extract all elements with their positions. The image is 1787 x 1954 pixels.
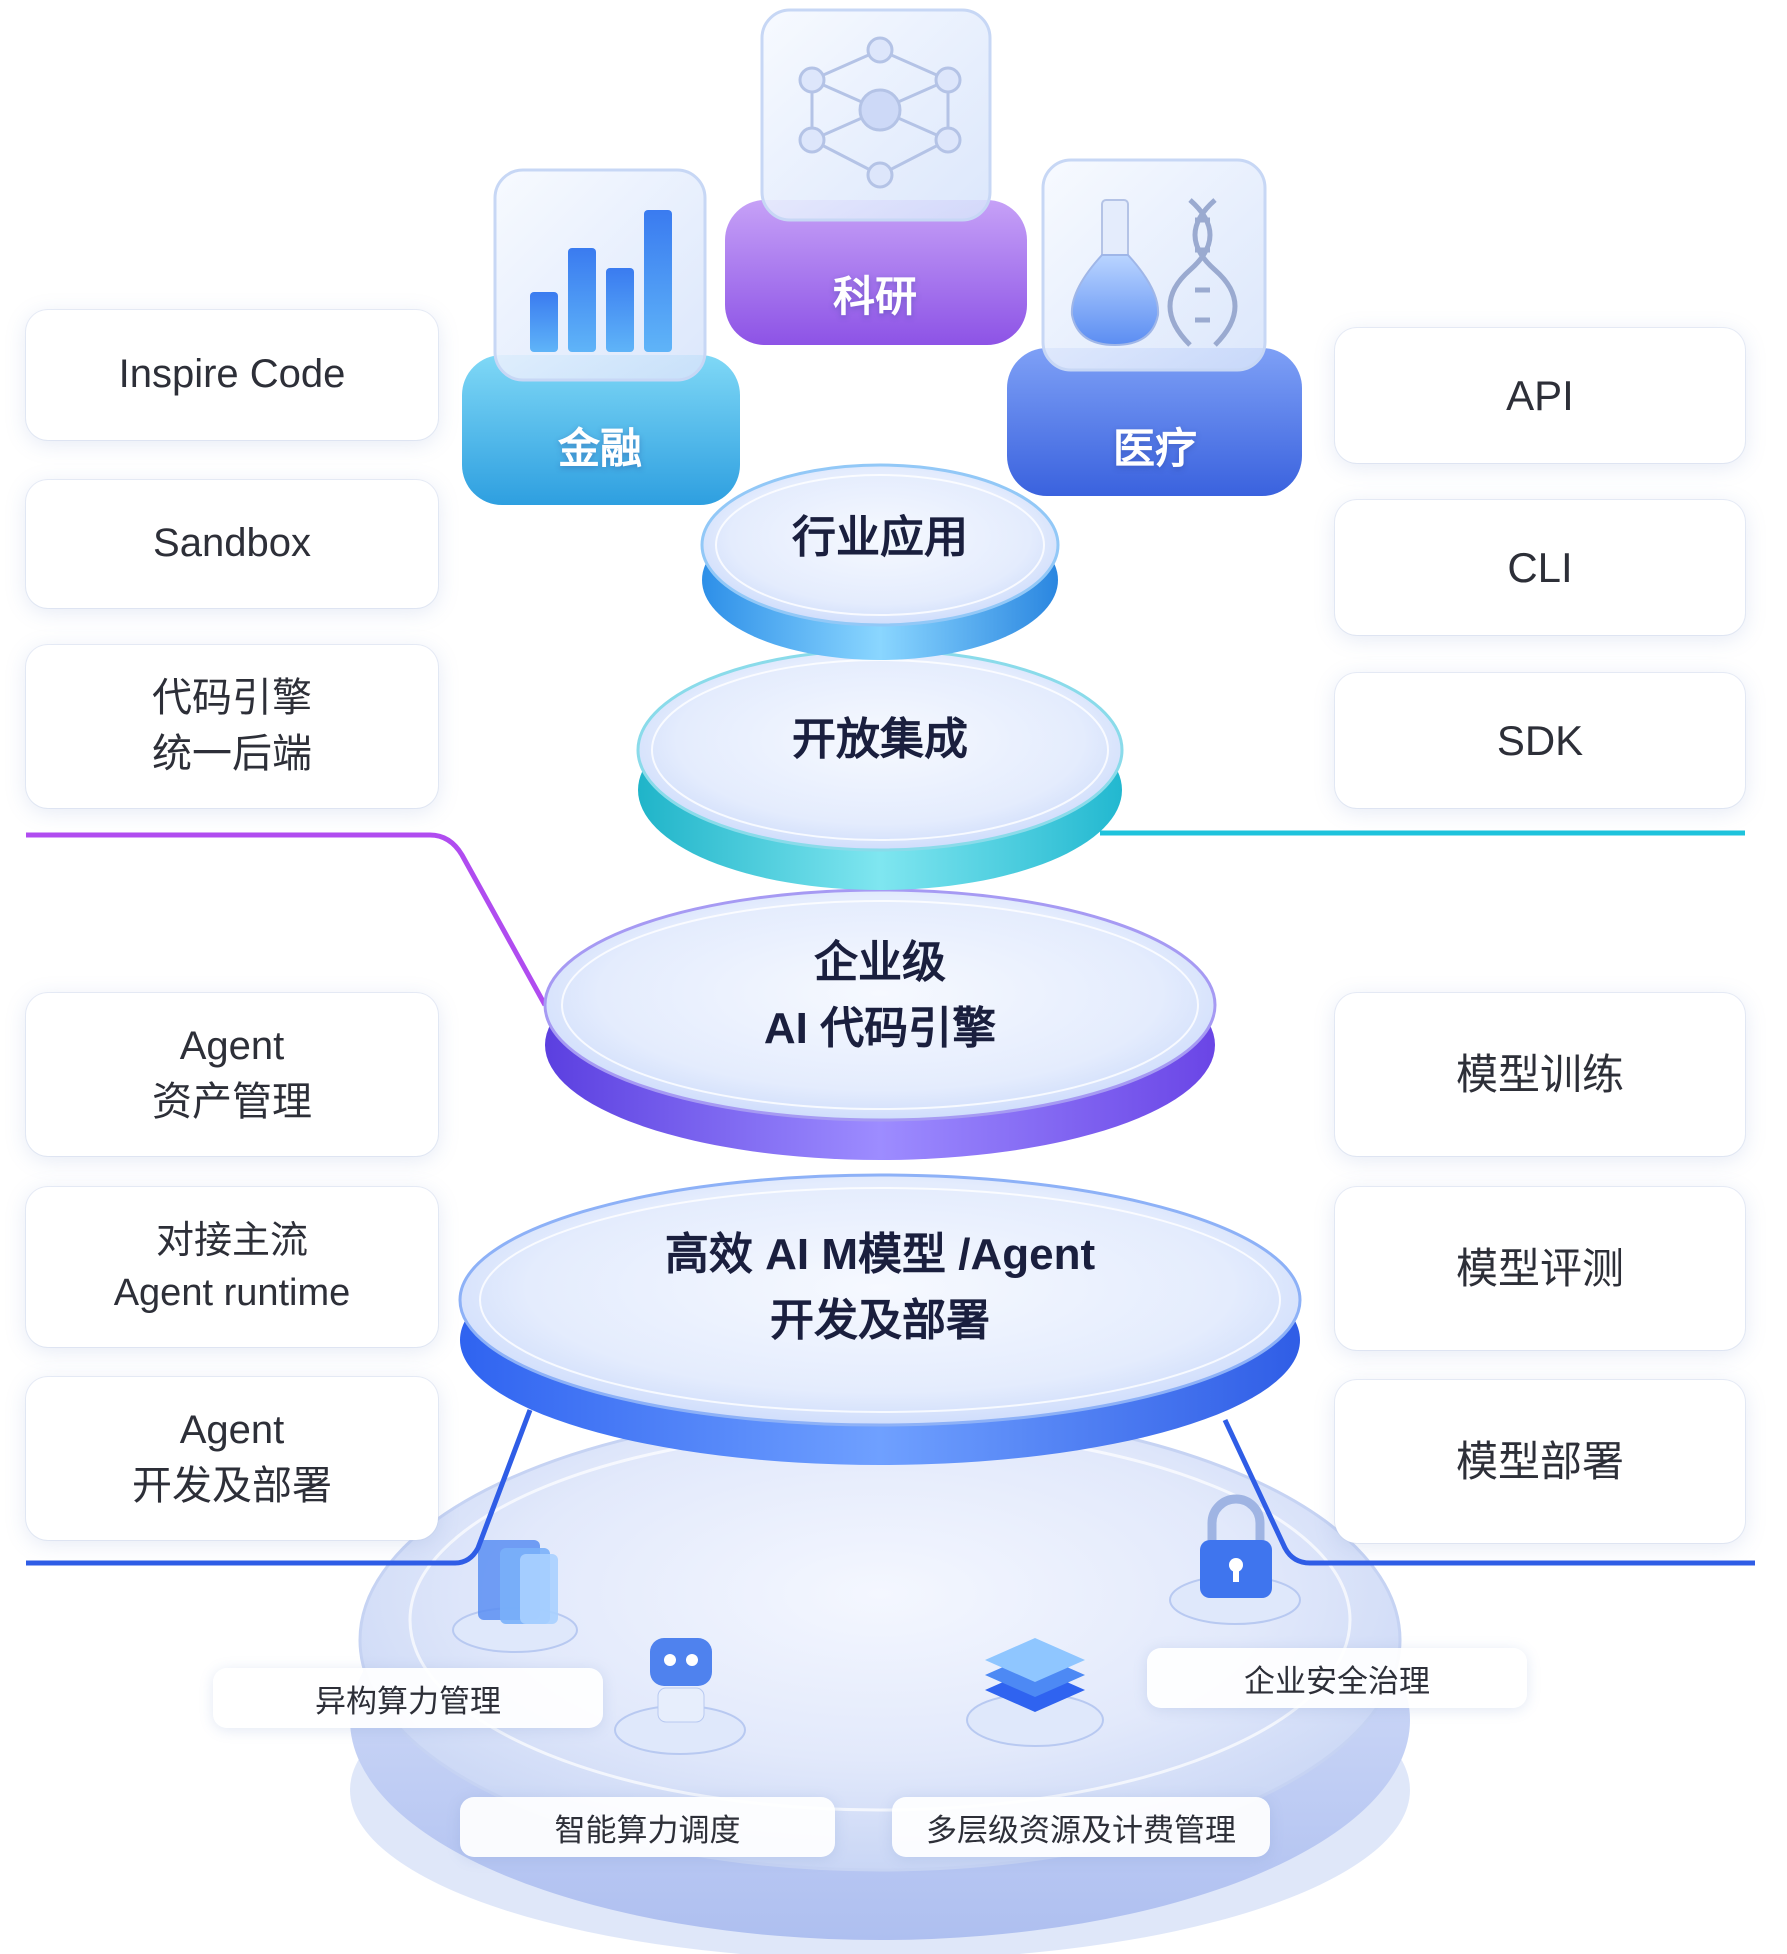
purple-connector (26, 832, 548, 1007)
network-icon (798, 36, 962, 189)
layer-model-line-1: 高效 AI M模型 /Agent (664, 1230, 1096, 1279)
medical-label: 医疗 (1112, 425, 1197, 472)
card-sandbox: Sandbox (26, 480, 438, 608)
blue-connector-right (1222, 1418, 1755, 1566)
disc-enterprise (543, 888, 1217, 1160)
research-label: 科研 (832, 273, 917, 320)
disc-model (458, 1173, 1302, 1465)
card-agent-deploy-line-1: Agent (179, 1408, 285, 1453)
flask-icon (1070, 199, 1160, 347)
pill-heterogeneous-compute: 异构算力管理 (213, 1668, 603, 1728)
card-model-evaluation: 模型评测 (1335, 1187, 1745, 1350)
pill-billing-management: 多层级资源及计费管理 (892, 1797, 1270, 1857)
card-model-training: 模型训练 (1335, 993, 1745, 1156)
lock-icon (1169, 1494, 1301, 1625)
layer-industry-label: 行业应用 (730, 505, 1030, 571)
card-api: API (1335, 328, 1745, 463)
card-code-engine-line-2: 统一后端 (152, 731, 312, 776)
layer-enterprise-line-1: 企业级 (814, 938, 946, 987)
robot-icon (614, 1638, 746, 1755)
card-inspire-code-line-1: Inspire Code (118, 352, 346, 397)
card-sandbox-line-1: Sandbox (153, 521, 311, 566)
card-agent-runtime-line-1: 对接主流 (155, 1219, 308, 1262)
card-agent-deploy: Agent 开发及部署 (26, 1377, 438, 1540)
disc-industry (700, 463, 1060, 660)
layer-model-label: 高效 AI M模型 /Agent 开发及部署 (540, 1222, 1220, 1354)
disc-integration (636, 648, 1124, 890)
connector-lines (26, 830, 1755, 1566)
layer-enterprise-line-2: AI 代码引擎 (763, 1004, 997, 1053)
layer-integration-label: 开放集成 (700, 707, 1060, 773)
medical-tile (1007, 158, 1302, 496)
card-inspire-code: Inspire Code (26, 310, 438, 440)
card-code-engine-line-1: 代码引擎 (152, 676, 312, 721)
card-agent-runtime: 对接主流 Agent runtime (26, 1187, 438, 1347)
card-model-evaluation-line-1: 模型评测 (1455, 1244, 1624, 1292)
layer-integration-line-1: 开放集成 (792, 715, 968, 764)
card-code-engine: 代码引擎 统一后端 (26, 645, 438, 808)
research-tile (725, 8, 1027, 345)
card-agent-deploy-line-2: 开发及部署 (132, 1463, 332, 1508)
card-sdk: SDK (1335, 673, 1745, 808)
layer-enterprise-label: 企业级 AI 代码引擎 (630, 930, 1130, 1062)
dna-icon (1167, 198, 1238, 347)
card-agent-assets-line-2: 资产管理 (152, 1079, 312, 1124)
server-icon (452, 1540, 578, 1653)
bar-chart-icon (530, 210, 672, 352)
pill-compute-scheduling: 智能算力调度 (460, 1797, 835, 1857)
layer-industry-line-1: 行业应用 (792, 513, 968, 562)
stack-layers-icon (966, 1638, 1104, 1747)
card-cli: CLI (1335, 500, 1745, 635)
card-model-deploy-line-1: 模型部署 (1455, 1437, 1624, 1485)
finance-label: 金融 (557, 425, 642, 472)
card-cli-line-1: CLI (1507, 543, 1573, 591)
card-model-deploy: 模型部署 (1335, 1380, 1745, 1543)
card-agent-assets: Agent 资产管理 (26, 993, 438, 1156)
blue-connector-left (26, 1409, 533, 1566)
finance-tile (462, 168, 740, 505)
pill-security-governance: 企业安全治理 (1147, 1648, 1527, 1708)
card-model-training-line-1: 模型训练 (1455, 1050, 1624, 1098)
card-agent-assets-line-1: Agent (179, 1024, 285, 1069)
layer-model-line-2: 开发及部署 (770, 1296, 990, 1345)
card-agent-runtime-line-2: Agent runtime (113, 1272, 351, 1314)
card-sdk-line-1: SDK (1496, 716, 1584, 764)
card-api-line-1: API (1506, 371, 1574, 419)
